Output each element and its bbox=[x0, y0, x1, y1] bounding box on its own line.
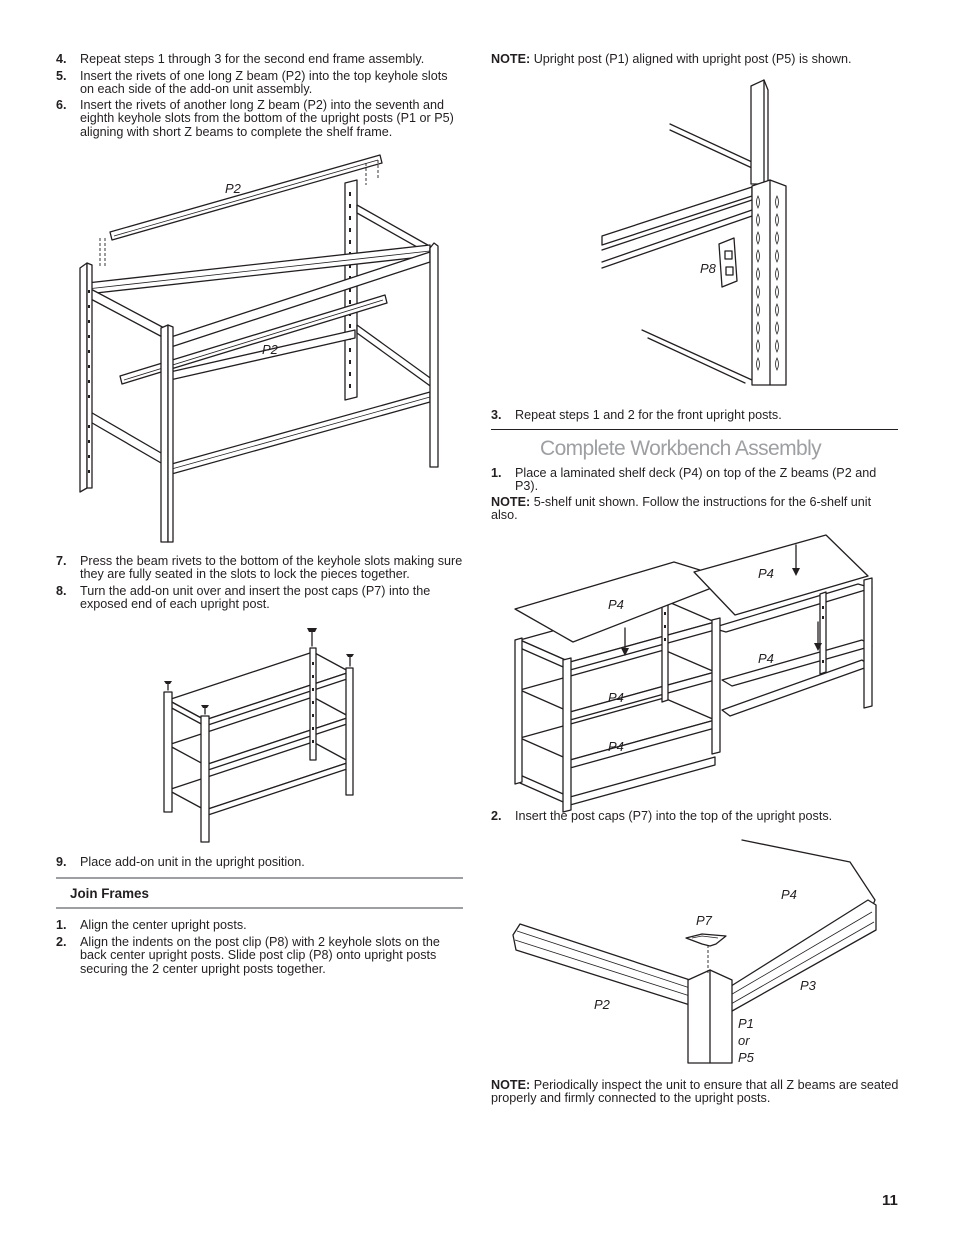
note-inspect: NOTE: Periodically inspect the unit to e… bbox=[491, 1078, 901, 1106]
step-text: Insert the rivets of one long Z beam (P2… bbox=[80, 69, 448, 97]
step-number: 7. bbox=[56, 554, 67, 568]
label-p1: P1 bbox=[738, 1016, 754, 1031]
label-p2-middle: P2 bbox=[262, 342, 278, 357]
step-text: Insert the post caps (P7) into the top o… bbox=[515, 809, 833, 823]
step-number: 5. bbox=[56, 69, 67, 83]
section-divider bbox=[491, 429, 898, 430]
step-number: 4. bbox=[56, 52, 67, 66]
note-label: NOTE: bbox=[491, 1078, 531, 1092]
label-p2-top: P2 bbox=[225, 181, 241, 196]
label-p4: P4 bbox=[781, 887, 797, 902]
step-number: 2. bbox=[56, 935, 67, 949]
label-p4-top-right: P4 bbox=[758, 566, 774, 581]
note-5-shelf: NOTE: 5-shelf unit shown. Follow the ins… bbox=[491, 495, 901, 523]
step-number: 9. bbox=[56, 855, 67, 869]
step-text: Place a laminated shelf deck (P4) on top… bbox=[515, 466, 877, 494]
step-text: Align the center upright posts. bbox=[80, 918, 247, 932]
note-label: NOTE: bbox=[491, 495, 531, 509]
step-text: Insert the rivets of another long Z beam… bbox=[80, 98, 454, 139]
complete-assembly-heading: Complete Workbench Assembly bbox=[540, 437, 822, 460]
page-number: 11 bbox=[882, 1192, 898, 1209]
step-number: 6. bbox=[56, 98, 67, 112]
step-text: Repeat steps 1 through 3 for the second … bbox=[80, 52, 425, 66]
step-number: 8. bbox=[56, 584, 67, 598]
label-or: or bbox=[738, 1033, 750, 1048]
label-p8: P8 bbox=[700, 261, 716, 276]
step-number: 1. bbox=[56, 918, 67, 932]
label-p4-mid-left: P4 bbox=[608, 690, 624, 705]
step-number: 2. bbox=[491, 809, 502, 823]
label-p3: P3 bbox=[800, 978, 816, 993]
note-text: 5-shelf unit shown. Follow the instructi… bbox=[491, 495, 872, 523]
label-p4-mid-right: P4 bbox=[758, 651, 774, 666]
step-text: Turn the add-on unit over and insert the… bbox=[80, 584, 431, 612]
label-p4-top-left: P4 bbox=[608, 597, 624, 612]
note-text: Upright post (P1) aligned with upright p… bbox=[533, 52, 852, 66]
step-number: 1. bbox=[491, 466, 502, 480]
label-p4-bottom-left: P4 bbox=[608, 739, 624, 754]
step-text: Align the indents on the post clip (P8) … bbox=[80, 935, 440, 976]
label-p2: P2 bbox=[594, 997, 610, 1012]
step-text: Repeat steps 1 and 2 for the front uprig… bbox=[515, 408, 782, 422]
step-text: Place add-on unit in the upright positio… bbox=[80, 855, 305, 869]
join-frames-heading: Join Frames bbox=[70, 886, 149, 901]
step-number: 3. bbox=[491, 408, 502, 422]
note-label: NOTE: bbox=[491, 52, 531, 66]
note-upright-alignment: NOTE: Upright post (P1) aligned with upr… bbox=[491, 52, 901, 66]
note-text: Periodically inspect the unit to ensure … bbox=[491, 1078, 899, 1106]
section-rule-bottom bbox=[56, 907, 463, 909]
step-text: Press the beam rivets to the bottom of t… bbox=[80, 554, 463, 582]
label-p5: P5 bbox=[738, 1050, 754, 1065]
section-rule-top bbox=[56, 877, 463, 879]
label-p7: P7 bbox=[696, 913, 712, 928]
